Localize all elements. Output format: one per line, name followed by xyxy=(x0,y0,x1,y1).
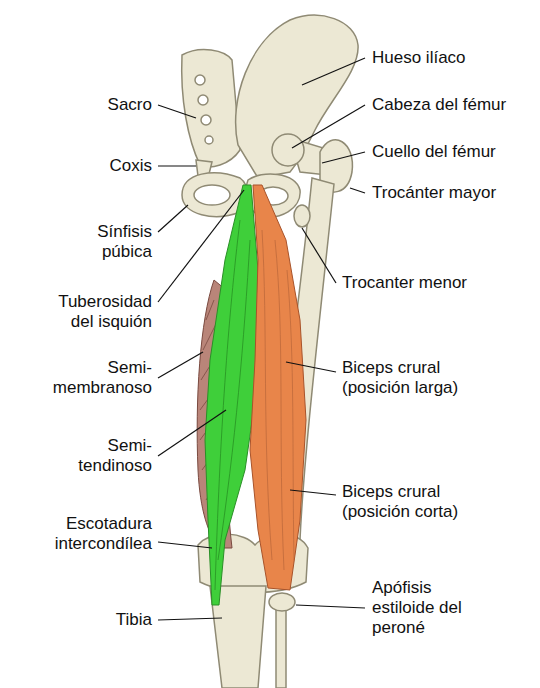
sacrum-bone xyxy=(182,50,240,167)
part-label-text: Cabeza del fémur xyxy=(372,95,532,115)
fibula-bone xyxy=(276,600,286,688)
part-label: Semi- membranoso xyxy=(50,358,152,398)
part-label: Tibia xyxy=(52,610,152,630)
part-label-text: Tibia xyxy=(52,610,152,630)
part-label-text: Biceps crural (posición corta) xyxy=(342,482,484,522)
part-label: Sínfisis púbica xyxy=(70,222,152,262)
lesser-trochanter xyxy=(294,205,310,227)
part-label-text: Coxis xyxy=(52,156,152,176)
part-label: Biceps crural (posición corta) xyxy=(342,482,484,522)
part-label-text: Apófisis estiloide del peroné xyxy=(372,578,466,638)
part-label-text: Trocánter mayor xyxy=(372,183,532,203)
part-label: Sacro xyxy=(52,95,152,115)
femur-head xyxy=(272,134,304,166)
part-label: Apófisis estiloide del peroné xyxy=(372,578,466,638)
muscle-fibres xyxy=(262,230,294,570)
part-label-text: Trocanter menor xyxy=(342,273,532,293)
part-label-text: Tuberosidad del isquión xyxy=(46,292,152,332)
part-label-text: Hueso ilíaco xyxy=(372,48,532,68)
part-label-text: Cuello del fémur xyxy=(372,142,532,162)
part-label-text: Semi- tendinoso xyxy=(50,436,152,476)
leader-lines xyxy=(158,58,365,620)
part-label-text: Escotadura intercondílea xyxy=(40,514,152,554)
fibula-head xyxy=(269,593,295,611)
part-label: Tuberosidad del isquión xyxy=(46,292,152,332)
part-label: Biceps crural (posición larga) xyxy=(342,358,484,398)
biceps-femoris-muscle xyxy=(250,185,306,590)
part-label: Escotadura intercondílea xyxy=(40,514,152,554)
part-label-text: Sacro xyxy=(52,95,152,115)
part-label-text: Semi- membranoso xyxy=(50,358,152,398)
part-label: Trocanter menor xyxy=(342,273,532,293)
part-label: Cuello del fémur xyxy=(372,142,532,162)
part-label-text: Biceps crural (posición larga) xyxy=(342,358,484,398)
part-label: Semi- tendinoso xyxy=(50,436,152,476)
part-label-text: Sínfisis púbica xyxy=(70,222,152,262)
part-label: Coxis xyxy=(52,156,152,176)
part-label: Trocánter mayor xyxy=(372,183,532,203)
part-label: Cabeza del fémur xyxy=(372,95,532,115)
part-label: Hueso ilíaco xyxy=(372,48,532,68)
semitendinosus-muscle xyxy=(205,185,258,605)
muscle-fibres xyxy=(215,220,250,590)
